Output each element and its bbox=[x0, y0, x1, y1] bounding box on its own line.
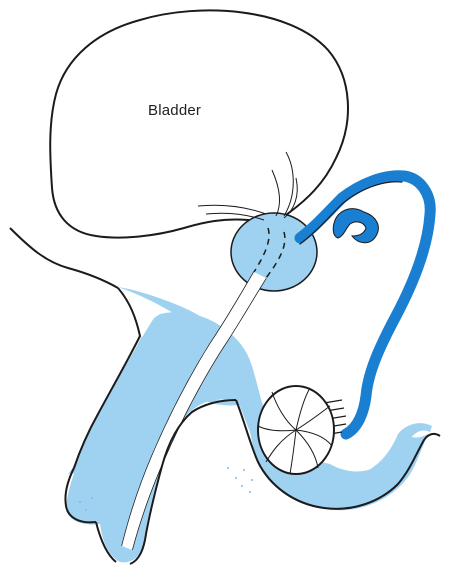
bladder-outline bbox=[50, 10, 348, 237]
prostate bbox=[231, 213, 317, 291]
bladder-label: Bladder bbox=[148, 102, 201, 119]
seminal-vesicle bbox=[333, 209, 378, 243]
